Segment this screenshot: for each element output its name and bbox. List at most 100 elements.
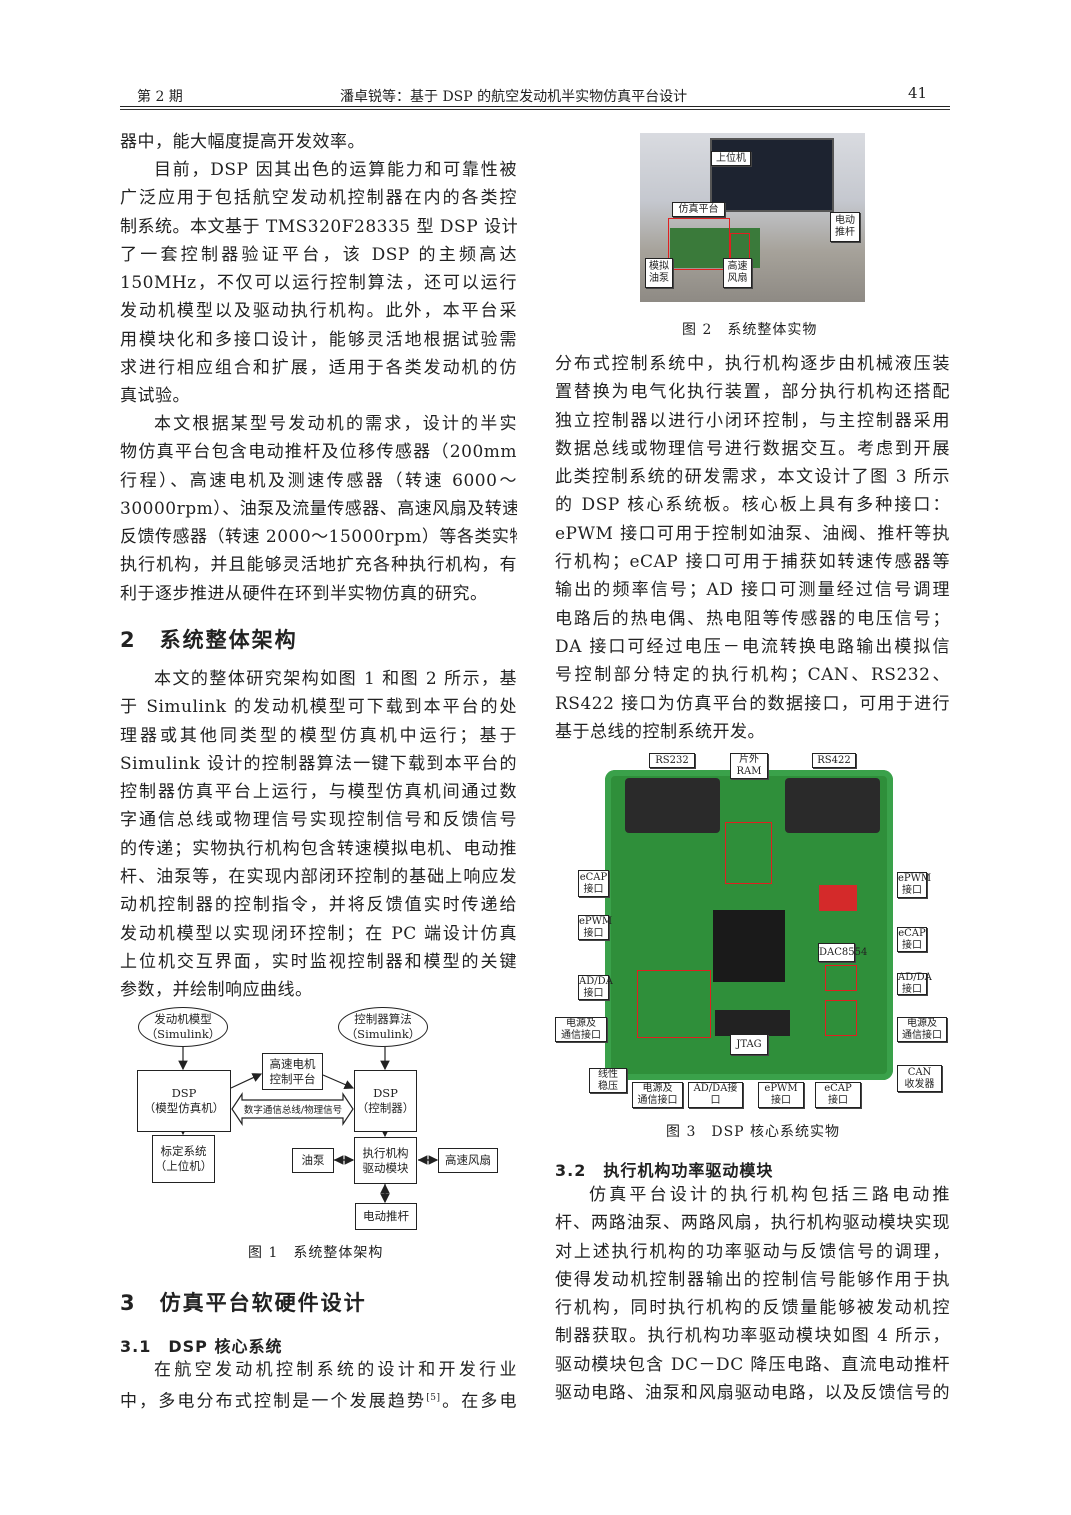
text-line: 求进行相应组合和扩展，适用于各类发动机的仿 xyxy=(120,358,517,379)
motor-platform-label: 高速电机 xyxy=(269,1056,316,1071)
text-line: 上位机交互界面，实时监视控制器和模型的关键 xyxy=(120,951,517,972)
label-line: AD/DA xyxy=(898,972,932,983)
can-highlight xyxy=(825,1000,857,1036)
rs422-connector xyxy=(785,778,880,833)
text-line: 的 DSP 核心系统板。核心板上具有多种接口： xyxy=(555,495,950,516)
text-line: 仿真平台设计的执行机构包括三路电动推 xyxy=(589,1185,950,1205)
text-line: 参数，并绘制响应曲线。 xyxy=(120,980,313,1001)
fig3-label-power-left: 电源及通信接口 xyxy=(555,1017,607,1042)
section-3-2-heading: 3.2 执行机构功率驱动模块 xyxy=(555,1161,774,1180)
label-line: 高速 xyxy=(727,261,748,272)
engine-model-sublabel: （Simulink） xyxy=(145,1027,221,1041)
label-line: 模拟 xyxy=(649,261,669,272)
label-line: 片外 xyxy=(739,754,759,765)
actuator-driver-node: 执行机构 驱动模块 xyxy=(354,1137,417,1184)
label-line: 接口 xyxy=(583,987,604,999)
fig3-label-dac: DAC8554 xyxy=(818,943,867,962)
citation[interactable]: [5] xyxy=(426,1393,441,1404)
fig3-label-rs422: RS422 xyxy=(812,753,856,768)
running-title: 潘卓锐等：基于 DSP 的航空发动机半实物仿真平台设计 xyxy=(340,89,688,105)
text-line: 真试验。 xyxy=(120,386,190,407)
text-line: 30000rpm）、油泵及流量传感器、高速风扇及转速 xyxy=(120,498,517,519)
section-2-heading: 2 系统整体架构 xyxy=(120,628,298,652)
left-paragraph-4: 本文的整体研究架构如图 1 和图 2 所示，基于 Simulink 的发动机模型… xyxy=(120,665,517,1005)
motor-platform-node: 高速电机 控制平台 xyxy=(262,1053,323,1090)
dsp-model-simulator-node: DSP （模型仿真机） xyxy=(137,1070,231,1132)
text-line: 独立控制器以进行小闭环控制，与主控制器采用 xyxy=(555,410,950,431)
label-line: ePWM xyxy=(898,873,932,884)
text-line: 行机构；eCAP 接口可用于捕获如转速传感器等 xyxy=(555,552,950,573)
text-line: 器中，能大幅度提高开发效率。 xyxy=(120,132,365,152)
label-line: 接口 xyxy=(902,939,922,951)
text-line: 发动机模型以及驱动执行机构。此外，本平台采 xyxy=(120,301,517,322)
text-line: Simulink 设计的控制器算法一键下载到本平台的 xyxy=(120,753,517,774)
text-line: RS422 接口为仿真平台的数据接口，可用于进行 xyxy=(555,693,950,714)
label-line: eCAP xyxy=(898,927,926,939)
engine-model-node: 发动机模型 （Simulink） xyxy=(138,1007,228,1047)
fig2-label-host: 上位机 xyxy=(711,151,751,166)
text-line: 基于总线的控制系统开发。 xyxy=(555,721,765,742)
section-3-heading: 3 仿真平台软硬件设计 xyxy=(120,1291,367,1315)
label-line: 稳压 xyxy=(598,1080,618,1092)
text-line: 控制器仿真平台上运行，与模型仿真机间通过数 xyxy=(120,782,517,803)
text-line: 动机控制器的控制指令，并将反馈值实时传递给 xyxy=(120,895,517,916)
figure-3-caption: 图 3 DSP 核心系统实物 xyxy=(666,1124,841,1140)
engine-model-label: 发动机模型 xyxy=(154,1012,212,1026)
section-3-1-heading: 3.1 DSP 核心系统 xyxy=(120,1337,283,1356)
right-paragraph-2: 仿真平台设计的执行机构包括三路电动推杆、两路油泵、两路风扇，执行机构驱动模块实现… xyxy=(555,1181,950,1407)
left-paragraph-5: 在航空发动机控制系统的设计和开发行业 中，多电分布式控制是一个发展趋势[5]。在… xyxy=(120,1356,517,1413)
fig2-label-push-rod: 电动推杆 xyxy=(830,212,860,242)
text-line: 广泛应用于包括航空发动机控制器在内的各类控 xyxy=(120,188,517,209)
header-rule-thin xyxy=(120,109,950,110)
text-span: 中，多电分布式控制是一个发展趋势 xyxy=(120,1391,427,1412)
highlight-box xyxy=(668,218,730,270)
left-paragraph-3: 本文根据某型号发动机的需求，设计的半实物仿真平台包含电动推杆及位移传感器（200… xyxy=(120,410,517,608)
label-line: CAN xyxy=(907,1066,932,1078)
label-line: 通信接口 xyxy=(902,1029,942,1041)
figure-3-dsp-board-photo xyxy=(605,770,893,1080)
text-line: DA 接口可经过电压－电流转换电路输出模拟信 xyxy=(555,636,950,657)
label-line: 接口 xyxy=(771,1095,791,1106)
calibration-sublabel: （上位机） xyxy=(154,1159,213,1173)
regulator-highlight xyxy=(637,970,711,1038)
calibration-label: 标定系统 xyxy=(160,1144,207,1158)
text-line: 杆、两路油泵、两路风扇，执行机构驱动模块实现 xyxy=(555,1213,950,1234)
text-line: ePWM 接口可用于控制如油泵、油阀、推杆等执 xyxy=(555,523,950,544)
text-line: 在航空发动机控制系统的设计和开发行业 xyxy=(154,1360,517,1380)
dsp-controller-label: DSP xyxy=(373,1086,398,1100)
controller-algorithm-sublabel: （Simulink） xyxy=(345,1027,421,1041)
label-line: 通信接口 xyxy=(561,1029,601,1041)
text-line: 中，多电分布式控制是一个发展趋势[5]。在多电 xyxy=(120,1384,517,1412)
label-line: RAM xyxy=(736,766,762,777)
label-line: 收发器 xyxy=(904,1078,935,1090)
left-paragraph-2: 目前，DSP 因其出色的运算能力和可靠性被广泛应用于包括航空发动机控制器在内的各… xyxy=(120,156,517,411)
actuator-driver-label: 执行机构 xyxy=(362,1145,409,1160)
text-line: 输出的频率信号；AD 接口可测量经过信号调理 xyxy=(555,580,950,601)
fig3-label-rs232: RS232 xyxy=(649,753,695,768)
motor-platform-sublabel: 控制平台 xyxy=(269,1071,316,1086)
label-line: 风扇 xyxy=(727,273,748,284)
text-line: 行机构，同时执行机构的反馈量能够被发动机控 xyxy=(555,1298,950,1319)
text-line: 本文的整体研究架构如图 1 和图 2 所示，基 xyxy=(154,669,517,689)
text-line: 分布式控制系统中，执行机构逐步由机械液压装 xyxy=(555,354,950,374)
text-line: 发动机模型以实现闭环控制；在 PC 端设计仿真 xyxy=(120,923,517,944)
label-line: 接口 xyxy=(902,984,922,995)
text-line: 此类控制系统的研发需求，本文设计了图 3 所示 xyxy=(555,467,950,488)
label-line: ePWM xyxy=(764,1083,798,1094)
label-line: eCAP xyxy=(579,871,608,883)
label-line: 接口 xyxy=(902,885,922,896)
text-line: 了一套控制器验证平台，该 DSP 的主频高达 xyxy=(120,244,517,265)
dsp-controller-sublabel: （控制器） xyxy=(356,1101,415,1115)
label-line: 电源及 xyxy=(642,1083,673,1094)
label-line: 通信接口 xyxy=(637,1095,678,1106)
fig3-label-linear-regulator: 线性稳压 xyxy=(589,1068,627,1093)
jtag-header xyxy=(715,1010,790,1036)
